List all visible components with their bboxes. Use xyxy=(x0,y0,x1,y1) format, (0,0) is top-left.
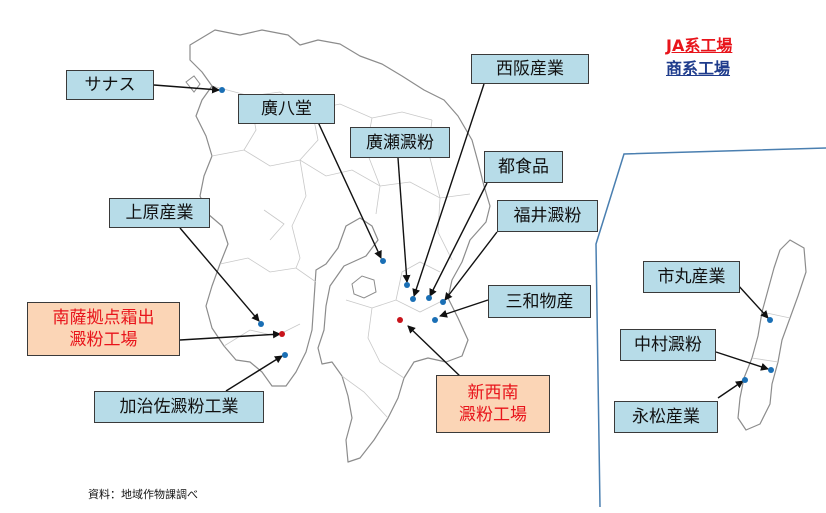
dot-nagamatsu xyxy=(742,377,748,383)
label-line: サナス xyxy=(84,75,136,95)
label-line: 加治佐澱粉工業 xyxy=(119,397,239,417)
label-line: 永松産業 xyxy=(632,407,700,427)
arrow-shinnishi xyxy=(407,325,463,379)
arrow-nagamatsu xyxy=(717,380,744,399)
factory-dots xyxy=(219,87,774,383)
label-kajiki: 加治佐澱粉工業 xyxy=(94,391,264,423)
arrow-kajiki xyxy=(225,355,283,392)
arrow-sanwa xyxy=(439,299,489,318)
dot-miyako xyxy=(426,295,432,301)
arrow-nansatsu xyxy=(179,330,281,341)
label-shinnishi: 新西南澱粉工場 xyxy=(436,375,550,433)
label-line: 中村澱粉 xyxy=(634,335,702,355)
label-miyako: 都食品 xyxy=(484,151,563,183)
label-line: 澱粉工場 xyxy=(69,330,138,350)
label-hirose: 廣瀬澱粉 xyxy=(350,127,450,158)
label-fukui: 福井澱粉 xyxy=(497,200,598,232)
label-nagamatsu: 永松産業 xyxy=(614,401,718,433)
dot-ichimaru xyxy=(767,317,773,323)
label-line: 澱粉工場 xyxy=(459,405,527,425)
label-nakamura: 中村澱粉 xyxy=(620,329,716,361)
label-line: 福井澱粉 xyxy=(513,206,582,226)
tanegashima-outline xyxy=(737,239,807,431)
dot-kamihara xyxy=(258,321,264,327)
label-line: 廣八堂 xyxy=(261,99,312,119)
label-line: 新西南 xyxy=(467,383,519,403)
dot-shinnishi xyxy=(397,317,403,323)
dot-nishisaka xyxy=(410,296,416,302)
dot-nansatsu xyxy=(279,331,285,337)
label-sanasu: サナス xyxy=(66,70,154,100)
arrow-miyako xyxy=(429,182,488,297)
label-line: 南薩拠点霜出 xyxy=(52,308,155,328)
label-line: 廣瀬澱粉 xyxy=(366,132,434,153)
label-line: 上原産業 xyxy=(125,203,194,223)
arrow-sanasu xyxy=(153,84,220,94)
label-kamihara: 上原産業 xyxy=(109,198,210,228)
municipal-borders xyxy=(211,85,471,419)
arrow-nakamura xyxy=(715,351,769,371)
label-nansatsu: 南薩拠点霜出澱粉工場 xyxy=(27,302,180,356)
legend-ja: JA系工場 xyxy=(666,36,733,55)
label-ichimaru: 市丸産業 xyxy=(643,261,740,293)
label-line: 都食品 xyxy=(498,157,549,177)
dot-sanwa xyxy=(432,317,438,323)
dot-nakamura xyxy=(768,367,774,373)
arrow-hirose xyxy=(397,157,411,283)
label-line: 市丸産業 xyxy=(657,267,726,287)
dot-kajiki xyxy=(282,352,288,358)
label-line: 三和物産 xyxy=(505,291,574,312)
source-note: 資料：地域作物課調べ xyxy=(88,488,198,501)
dot-hirose xyxy=(404,282,410,288)
label-nishisaka: 西阪産業 xyxy=(471,54,589,84)
arrow-kohachido xyxy=(317,121,382,259)
arrow-ichimaru xyxy=(736,283,769,319)
label-sanwa: 三和物産 xyxy=(488,285,591,318)
inset-divider xyxy=(595,147,826,508)
west-island xyxy=(185,75,201,93)
dot-kohachido xyxy=(380,258,386,264)
dot-fukui xyxy=(440,299,446,305)
arrow-nishisaka xyxy=(412,83,485,297)
label-line: 西阪産業 xyxy=(496,59,564,79)
label-kohachido: 廣八堂 xyxy=(238,94,335,124)
leader-arrows xyxy=(153,83,769,399)
arrow-kamihara xyxy=(179,227,260,322)
arrow-fukui xyxy=(444,231,498,301)
legend-commercial: 商系工場 xyxy=(666,59,731,78)
dot-sanasu xyxy=(219,87,225,93)
bay-island xyxy=(351,275,377,299)
